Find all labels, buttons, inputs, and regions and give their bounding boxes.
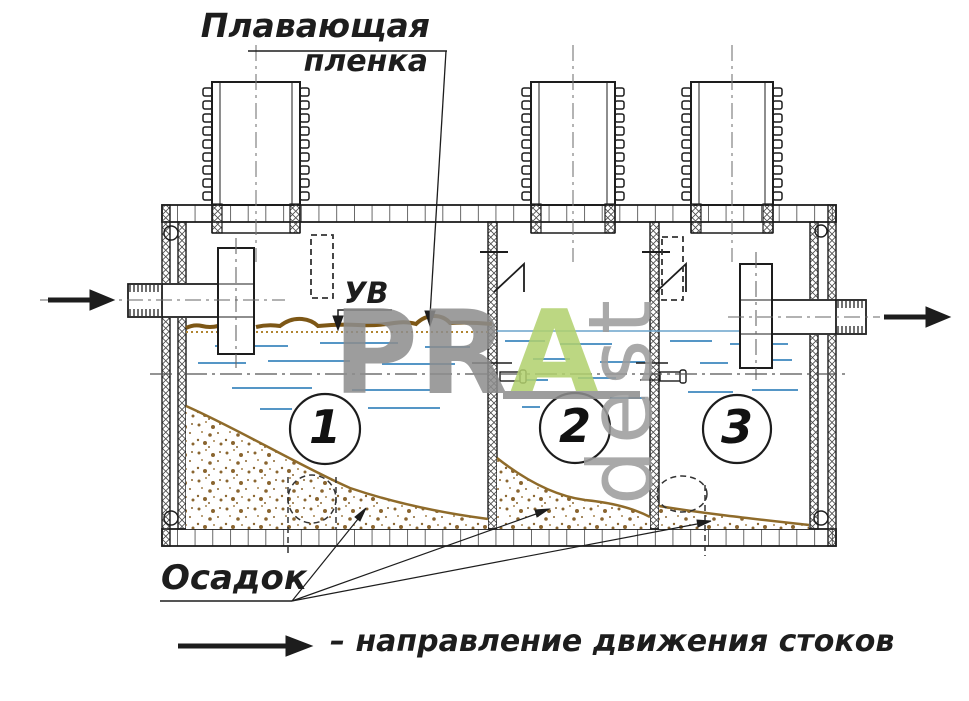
flow-arrows: [48, 289, 952, 657]
leader-lines: [160, 50, 712, 602]
chamber-2-number: 2: [558, 398, 592, 453]
floating-film-label-line1: Плавающая: [200, 6, 430, 45]
tank-shell: [161, 204, 837, 547]
riser-1: [202, 45, 310, 262]
tank-lid: [161, 204, 837, 223]
water-level-label: УВ: [344, 276, 389, 310]
hidden-vent-1: [310, 234, 334, 299]
riser-1-corrugation: [202, 87, 310, 201]
hidden-sump-1: [287, 474, 337, 524]
left-wall-outer: [161, 204, 171, 547]
chamber-1-circle: [288, 392, 362, 466]
gasket-top-left: [163, 225, 179, 241]
outlet-pipe-through-wall: [772, 299, 836, 335]
sediment-leader-1: [291, 518, 359, 602]
gasket-bottom-left: [163, 510, 179, 526]
hidden-vent-2: [661, 236, 684, 301]
riser-3: [681, 45, 783, 262]
transfer-nub-2: [640, 369, 687, 384]
tank-bottom: [161, 528, 837, 547]
risers: [202, 45, 783, 262]
gasket-top-right: [814, 224, 828, 238]
left-wall-inner: [177, 221, 187, 530]
hidden-elements: [287, 234, 708, 556]
hidden-sump-2: [656, 475, 708, 513]
outlet-flow-arrow: [884, 306, 952, 328]
chamber-3-circle: [701, 393, 773, 465]
inlet-flow-arrow: [48, 289, 116, 311]
partition-details: [472, 251, 687, 384]
right-wall-outer: [827, 204, 837, 547]
legend-flow-arrow: [178, 635, 314, 657]
partition-2-3: [649, 221, 660, 530]
sediment-label: Осадок: [161, 558, 307, 598]
water-level-leader: [337, 309, 392, 322]
right-wall-inner: [809, 221, 819, 530]
floating-film: [185, 313, 493, 333]
water-dashes: [198, 340, 798, 411]
sediment-leader-3: [291, 523, 698, 602]
riser-2: [521, 45, 625, 262]
sediment-leader-2: [291, 513, 537, 602]
chamber-3-number: 3: [720, 399, 754, 454]
partition-1-2: [487, 221, 498, 530]
gasket-bottom-right: [813, 510, 829, 526]
chamber-markers: [288, 391, 773, 466]
floating-film-label: Плавающая пленка: [178, 6, 430, 79]
film-leader: [429, 50, 447, 317]
inlet-pipe-through-wall: [162, 283, 218, 318]
inlet-assembly: [40, 238, 285, 368]
legend-text: – направление движения стоков: [330, 624, 895, 659]
floating-film-label-line2: пленка: [303, 43, 428, 79]
chamber-1-number: 1: [308, 399, 342, 454]
transfer-nub-1: [499, 369, 527, 384]
outlet-assembly: [728, 252, 880, 380]
